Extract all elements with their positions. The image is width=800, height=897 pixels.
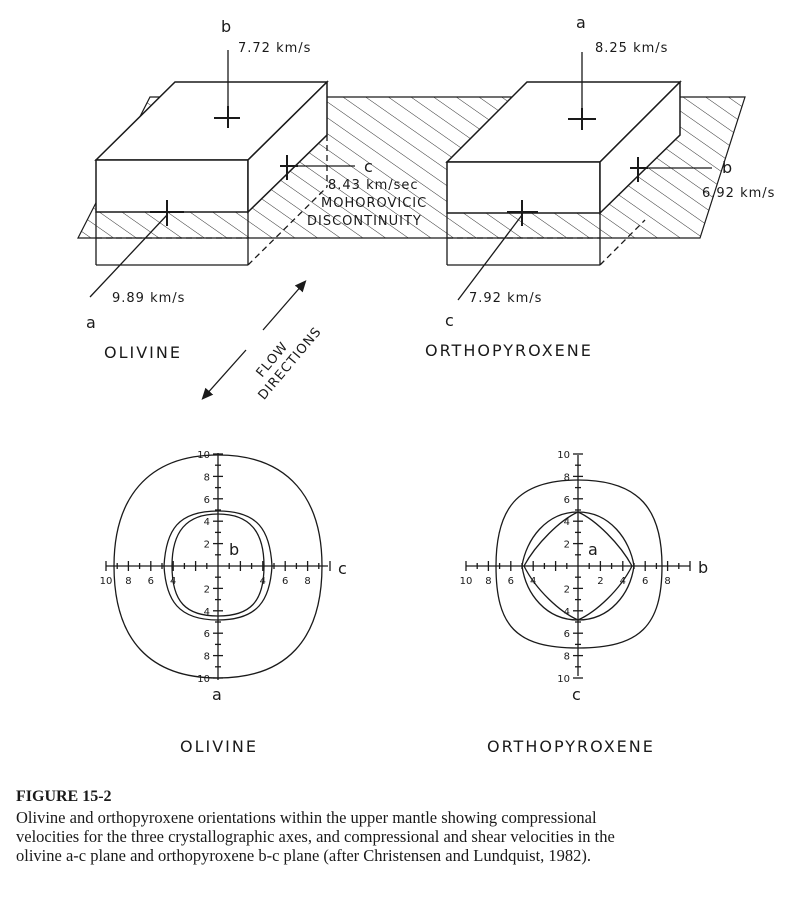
olivine-b-velocity: 7.72 km/s <box>238 41 311 56</box>
tick-label: 8 <box>564 472 570 483</box>
tick-label: 10 <box>197 674 210 685</box>
tick-label: 10 <box>460 576 473 587</box>
tick-label: 6 <box>204 495 210 506</box>
opx-center-label: a <box>588 540 598 559</box>
olivine-title-top: OLIVINE <box>104 343 182 362</box>
tick-label: 8 <box>664 576 670 587</box>
olivine-c-axis-label: c <box>364 157 373 176</box>
olivine-a-axis-label: a <box>86 313 96 332</box>
tick-label: 10 <box>100 576 113 587</box>
tick-label: 10 <box>557 450 570 461</box>
olivine-c-axis: c <box>338 559 347 578</box>
opx-b-axis: b <box>698 558 708 577</box>
tick-label: 8 <box>125 576 131 587</box>
flow-arrow-up <box>262 280 307 331</box>
caption-line-2: velocities for the three crystallographi… <box>16 827 615 846</box>
opx-title-top: ORTHOPYROXENE <box>425 341 593 360</box>
orthopyroxene-block <box>445 80 682 266</box>
tick-label: 4 <box>564 607 570 618</box>
tick-label: 2 <box>204 540 210 551</box>
tick-label: 2 <box>564 540 570 551</box>
olivine-a-axis: a <box>212 685 222 704</box>
opx-a-axis-label: a <box>576 13 586 32</box>
tick-label: 8 <box>485 576 491 587</box>
tick-label: 2 <box>564 584 570 595</box>
opx-c-axis-label: c <box>445 311 454 330</box>
opx-shear-curve-2 <box>523 511 633 621</box>
olivine-block <box>94 80 329 266</box>
olivine-c-velocity: 8.43 km/sec <box>328 178 419 193</box>
tick-label: 6 <box>148 576 154 587</box>
caption-line-3: olivine a-c plane and orthopyroxene b-c … <box>16 846 592 865</box>
caption-line-1: Olivine and orthopyroxene orientations w… <box>16 808 597 827</box>
opx-c-velocity: 7.92 km/s <box>469 291 542 306</box>
tick-label: 8 <box>204 652 210 663</box>
figure-caption: FIGURE 15-2 Olivine and orthopyroxene or… <box>16 788 791 865</box>
tick-label: 8 <box>204 472 210 483</box>
olivine-title-bottom: OLIVINE <box>180 737 258 756</box>
tick-label: 8 <box>564 652 570 663</box>
opx-b-axis-label: b <box>722 158 732 177</box>
tick-label: 6 <box>282 576 288 587</box>
olivine-b-axis-label: b <box>221 17 231 36</box>
olivine-shear-curve-2 <box>171 513 265 617</box>
tick-label: 4 <box>204 517 210 528</box>
tick-label: 6 <box>204 629 210 640</box>
tick-label: 10 <box>557 674 570 685</box>
tick-label: 6 <box>564 495 570 506</box>
tick-label: 4 <box>204 607 210 618</box>
opx-compressional-curve <box>495 479 663 649</box>
tick-label: 4 <box>564 517 570 528</box>
moho-label-line2: DISCONTINUITY <box>307 214 422 229</box>
figure-diagram: b 7.72 km/s c 8.43 km/sec MOHOROVICIC DI… <box>77 13 775 756</box>
tick-label: 8 <box>304 576 310 587</box>
tick-label: 6 <box>564 629 570 640</box>
tick-label: 6 <box>642 576 648 587</box>
olivine-a-velocity: 9.89 km/s <box>112 291 185 306</box>
flow-arrow <box>201 349 247 400</box>
figure-number: FIGURE 15-2 <box>16 788 112 805</box>
tick-label: 2 <box>204 584 210 595</box>
olivine-compressional-curve <box>113 454 323 679</box>
olivine-center-label: b <box>229 540 239 559</box>
opx-c-axis: c <box>572 685 581 704</box>
moho-label-line1: MOHOROVICIC <box>321 196 427 211</box>
opx-b-velocity: 6.92 km/s <box>702 186 775 201</box>
opx-title-bottom: ORTHOPYROXENE <box>487 737 655 756</box>
tick-label: 2 <box>597 576 603 587</box>
olivine-shear-curve-1 <box>163 510 273 621</box>
tick-label: 6 <box>508 576 514 587</box>
opx-a-velocity: 8.25 km/s <box>595 41 668 56</box>
